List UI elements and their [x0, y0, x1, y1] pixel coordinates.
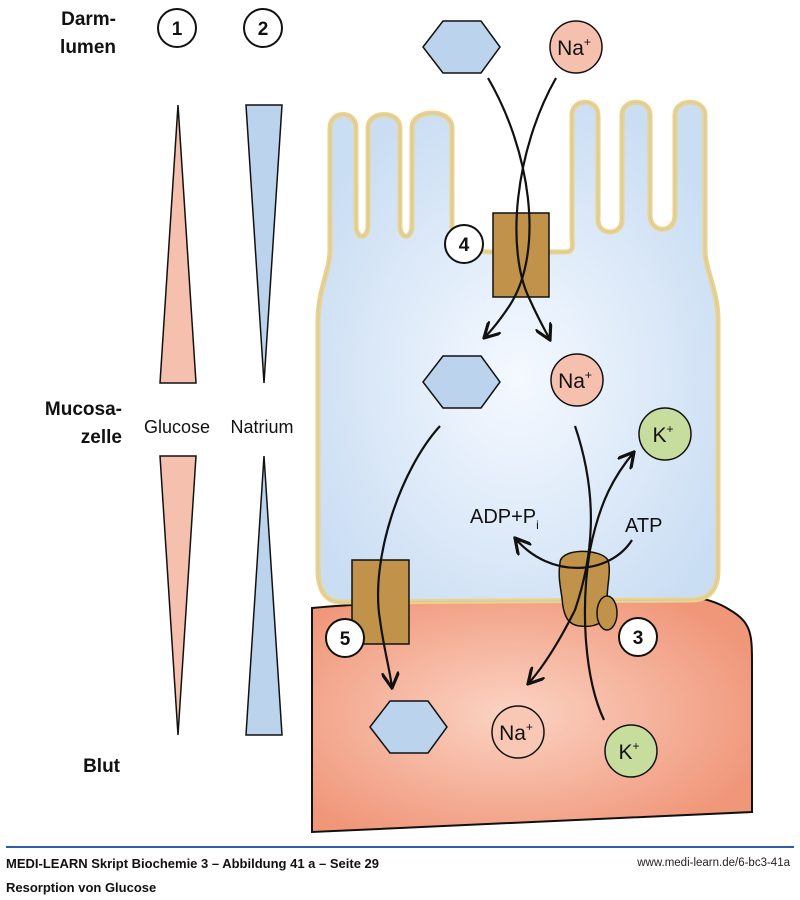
footer-subtitle: Resorption von Glucose: [6, 880, 157, 895]
gradient-marker-2: 2: [243, 8, 283, 48]
svg-text:4: 4: [459, 235, 470, 256]
transporter-marker-4: 4: [444, 224, 484, 264]
glucose-molecule-blood: [369, 700, 448, 754]
lumen-label-line1: Darm-: [61, 9, 116, 30]
footer-rule: [6, 846, 794, 848]
glucose-resorption-diagram: 1 2 Darm- lumen Mucosa- zelle Blut Gluco…: [45, 8, 753, 834]
sodium-gradient-label: Natrium: [230, 417, 293, 437]
sodium-ion-cell: Na+: [550, 353, 604, 407]
mucosa-label-line2: zelle: [81, 427, 122, 448]
svg-text:Na+: Na+: [558, 368, 592, 393]
atp-hydrolysis-arrow: [515, 538, 633, 569]
svg-text:5: 5: [340, 629, 351, 650]
potassium-influx-arrow: [583, 452, 634, 721]
sodium-efflux-arrow: [528, 425, 592, 684]
glucose-gradient-lower: [159, 455, 197, 736]
svg-text:2: 2: [258, 19, 269, 40]
footer-title: MEDI-LEARN Skript Biochemie 3 – Abbildun…: [6, 856, 379, 871]
transporter-marker-5: 5: [325, 618, 365, 658]
glucose-efflux-arrow: [376, 425, 441, 688]
atp-label: ATP: [625, 515, 662, 537]
adp-pi-label: ADP+Pi: [470, 506, 539, 532]
sodium-gradient-lower: [245, 455, 283, 736]
glucose-influx-arrow: [484, 77, 531, 338]
lumen-label-line2: lumen: [60, 37, 116, 58]
glucose-gradient-label: Glucose: [144, 417, 210, 437]
footer-url[interactable]: www.medi-learn.de/6-bc3-41a: [637, 857, 790, 869]
potassium-ion-cell: K+: [638, 407, 692, 461]
sodium-ion-lumen: Na+: [549, 20, 603, 74]
gradient-marker-1: 1: [157, 8, 197, 48]
svg-text:3: 3: [633, 628, 644, 649]
svg-text:K+: K+: [618, 739, 639, 764]
glucose-gradient-upper: [159, 104, 197, 384]
blood-label: Blut: [83, 756, 121, 777]
glucose-molecule-lumen: [422, 20, 501, 74]
svg-text:1: 1: [172, 19, 183, 40]
svg-text:Na+: Na+: [499, 720, 533, 745]
svg-text:K+: K+: [652, 422, 673, 447]
sodium-ion-blood: Na+: [491, 705, 545, 759]
sodium-influx-arrow: [515, 77, 557, 340]
sodium-gradient-upper: [245, 104, 283, 384]
glucose-molecule-cell: [422, 355, 501, 409]
na-k-atpase-subunit: [596, 595, 618, 631]
svg-text:Na+: Na+: [557, 35, 591, 60]
transporter-marker-3: 3: [618, 617, 658, 657]
mucosa-label-line1: Mucosa-: [45, 399, 122, 420]
potassium-ion-blood: K+: [604, 724, 658, 778]
